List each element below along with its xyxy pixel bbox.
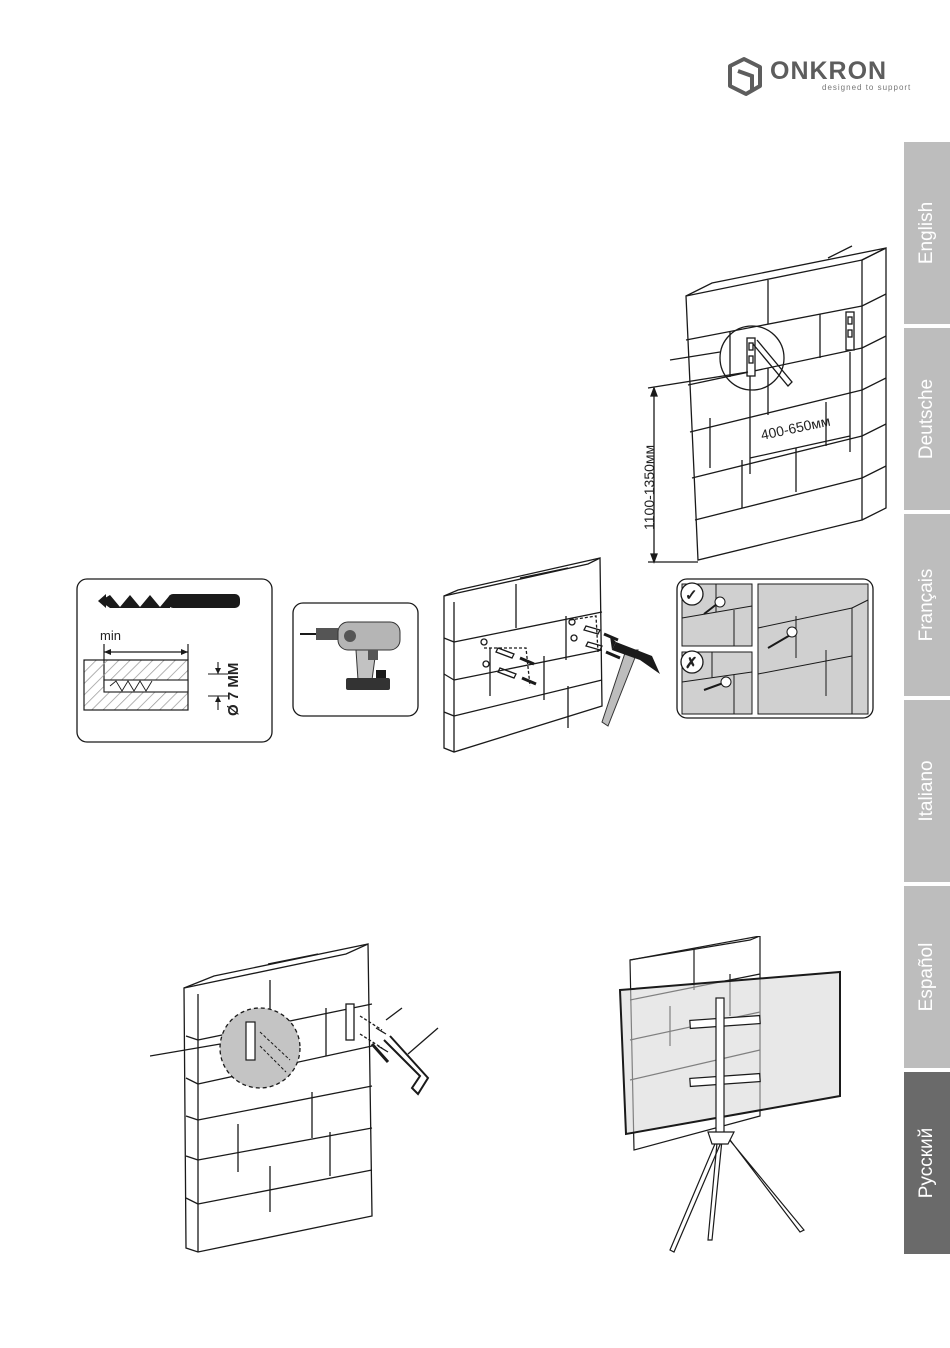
tab-english[interactable]: English xyxy=(904,142,950,326)
wall-top xyxy=(686,248,886,296)
width-dimension-label: 400-650мм xyxy=(759,413,831,443)
power-drill-panel xyxy=(292,602,420,718)
tab-espanol[interactable]: Español xyxy=(904,886,950,1070)
correct-mark: ✓ xyxy=(685,587,698,604)
onkron-logo: ONKRON designed to support xyxy=(724,56,914,100)
tab-francais[interactable]: Français xyxy=(904,514,950,698)
step4-tv-stand xyxy=(610,936,846,1258)
step1-wall-diagram: 1100-1350мм 400-650мм xyxy=(600,240,890,570)
drill-bit-panel: min Ø 7 ММ xyxy=(76,578,274,744)
height-dimension-label: 1100-1350мм xyxy=(641,445,657,530)
wrong-mark: ✗ xyxy=(685,655,698,672)
onkron-cube-icon xyxy=(724,56,766,100)
language-tabs: English Deutsche Français Italiano Españ… xyxy=(904,142,950,1260)
tab-russian[interactable]: Русский xyxy=(904,1072,950,1256)
min-label: min xyxy=(100,628,121,643)
tab-deutsche[interactable]: Deutsche xyxy=(904,328,950,512)
step2-anchors-wall xyxy=(440,556,670,756)
anchor-check-panel: ✓ ✗ xyxy=(676,578,876,720)
hammer-icon xyxy=(602,636,660,726)
brand-name: ONKRON xyxy=(770,57,887,86)
step3-bracket-wall xyxy=(150,936,440,1256)
diameter-label: Ø 7 ММ xyxy=(225,663,242,716)
tab-italiano[interactable]: Italiano xyxy=(904,700,950,884)
brand-tagline: designed to support xyxy=(822,83,911,92)
